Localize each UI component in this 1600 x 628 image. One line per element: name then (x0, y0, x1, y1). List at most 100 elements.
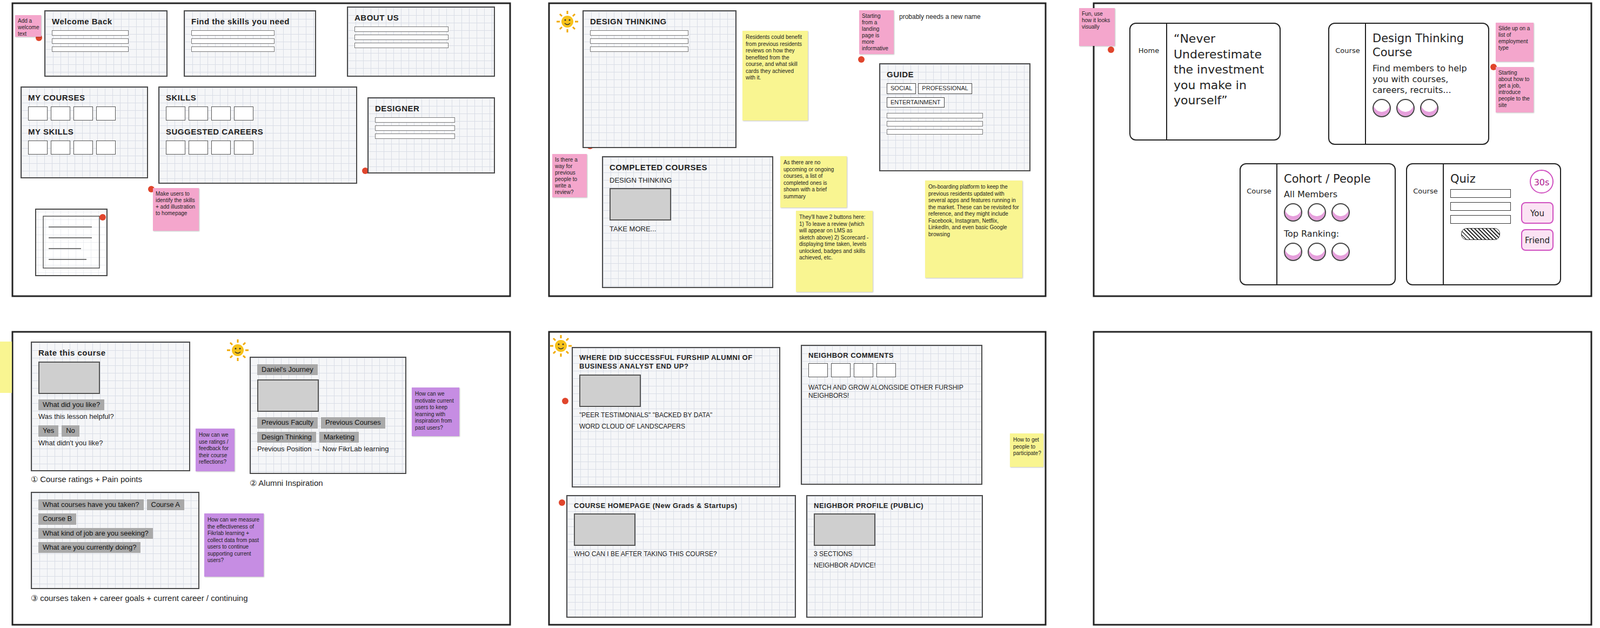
ph-decoration (579, 374, 641, 407)
circles-decoration (1283, 242, 1388, 264)
circles-item (1283, 242, 1303, 261)
note-text: 3 SECTIONS (813, 550, 976, 559)
cards-item (876, 363, 896, 378)
p2-text: Find members to help you with courses, c… (1372, 63, 1481, 96)
yellow-box: On-boarding platform to keep the previou… (925, 180, 1023, 278)
pink-box: Is there a way for previous people to wr… (552, 154, 587, 198)
note-text: WATCH AND GROW ALONGSIDE OTHER FURSHIP N… (808, 383, 975, 400)
side-text: Course (1243, 186, 1275, 196)
caption-label: ③ courses taken + career goals + current… (30, 593, 410, 604)
sketch-box: Find the skills you need (183, 10, 317, 77)
lines-item (354, 26, 449, 32)
cards-item (28, 106, 48, 121)
note-text: "PEER TESTIMONIALS" "BACKED BY DATA" (579, 411, 773, 420)
sketch-box: COMPLETED COURSESDESIGN THINKINGTAKE MOR… (601, 156, 774, 289)
frame-box: Home“Never Underestimate the investment … (1129, 22, 1281, 141)
lines-item (590, 46, 689, 52)
h-text: WHERE DID SUCCESSFUL FURSHIP ALUMNI OF B… (579, 353, 773, 372)
lines-item (886, 112, 983, 119)
sketch-box: SKILLS SUGGESTED CAREERS (158, 86, 358, 184)
note-text: Make users to identify the skills + add … (155, 190, 197, 217)
lines-decoration (886, 112, 1023, 135)
h-text: MY COURSES (28, 92, 141, 104)
sketch-box: COURSE HOMEPAGE (New Grads & Startups)WH… (566, 494, 796, 618)
h-text: SKILLS (165, 92, 350, 104)
caption-label: probably needs a new name (899, 12, 986, 21)
note-text: Slide up on a list of employment type (1498, 25, 1531, 52)
lines-decoration (51, 30, 160, 52)
pink-box: Slide up on a list of employment type (1495, 22, 1534, 62)
pill-text: What courses have you taken? (38, 499, 144, 511)
note-text: Is there a way for previous people to wr… (554, 156, 585, 196)
note-text: How can we use ratings / feedback for th… (198, 431, 232, 466)
note-text: Starting from a landing page is more inf… (861, 12, 892, 52)
note-text: Add a welcome text (17, 17, 39, 38)
lines-item (886, 129, 983, 135)
cards-item (50, 140, 71, 155)
note-text: DESIGN THINKING (609, 176, 766, 185)
note-text: How can we motivate current users to kee… (414, 390, 457, 432)
lines-item (375, 133, 455, 139)
tab-text: SOCIAL (886, 83, 916, 95)
circles-decoration (1283, 203, 1388, 225)
frame-box: CourseQuiz30sYouFriend (1406, 163, 1562, 286)
tab-text: ENTERTAINMENT (886, 97, 945, 109)
pink-box: Starting about how to get a job, introdu… (1495, 67, 1534, 113)
cards-item (96, 106, 116, 121)
panels (12, 3, 1592, 625)
sketch-box: Welcome Back (44, 10, 168, 77)
lines-item (191, 46, 275, 52)
lines-decoration (590, 30, 729, 52)
h-text: COMPLETED COURSES (609, 162, 766, 173)
lines-item (354, 42, 449, 49)
pill-text: Course B (38, 513, 77, 525)
cards-item (211, 140, 231, 155)
circles-item (1420, 98, 1439, 118)
ph-decoration (257, 379, 319, 412)
note-text: Fun, use how it looks visually (1081, 10, 1113, 31)
h-text: MY SKILLS (28, 126, 141, 138)
pill-text: Marketing (319, 431, 359, 443)
frame-box: CourseCohort / PeopleAll MembersTop Rank… (1239, 163, 1396, 286)
cards-item (808, 363, 828, 378)
sketch-box: DESIGNER (367, 97, 495, 174)
h2-text: Quiz (1450, 171, 1515, 186)
you-text: You (1521, 202, 1554, 224)
sketch-box: ABOUT US (346, 6, 495, 77)
h-text: NEIGHBOR PROFILE (PUBLIC) (813, 501, 976, 511)
cards-item (165, 106, 186, 121)
ph-decoration (573, 513, 636, 546)
circles-decoration (1372, 98, 1481, 120)
sketch-box: Daniel's JourneyPrevious FacultyPrevious… (249, 356, 407, 474)
lines-item (191, 30, 275, 36)
pill-text: What kind of job are you seeking? (38, 527, 153, 539)
h-text: DESIGNER (375, 103, 488, 115)
lines-item (51, 30, 129, 36)
sketch-box: WHERE DID SUCCESSFUL FURSHIP ALUMNI OF B… (571, 346, 781, 488)
cards-item (96, 140, 116, 155)
note-text: Residents could benefit from previous re… (745, 34, 805, 82)
h-text: SUGGESTED CAREERS (165, 126, 350, 138)
cards-item (188, 140, 209, 155)
lines-item (886, 121, 983, 127)
cards-item (28, 140, 48, 155)
note-text: How can we measure the effectiveness of … (207, 516, 261, 565)
caption-label: ① Course ratings + Pain points (30, 474, 193, 485)
cards-item (165, 140, 186, 155)
h-text: DESIGN THINKING (590, 16, 729, 28)
pink-box: Add a welcome text (15, 15, 42, 37)
h-text: NEIGHBOR COMMENTS (808, 351, 975, 360)
pill-text: Previous Courses (320, 417, 386, 428)
note-text: What didn't you like? (38, 438, 183, 448)
h-text: GUIDE (886, 69, 1023, 80)
note-text: How to get people to participate? (1013, 436, 1041, 458)
submit-button (1461, 228, 1501, 240)
bars-item (1450, 202, 1511, 211)
circles-item (1307, 242, 1327, 261)
h-text: Find the skills you need (191, 16, 309, 28)
pill-text: What did you like? (38, 399, 105, 411)
sketch-box: GUIDESOCIALPROFESSIONALENTERTAINMENT (879, 63, 1031, 172)
lines-item (51, 38, 129, 44)
bars-item (1450, 189, 1511, 198)
